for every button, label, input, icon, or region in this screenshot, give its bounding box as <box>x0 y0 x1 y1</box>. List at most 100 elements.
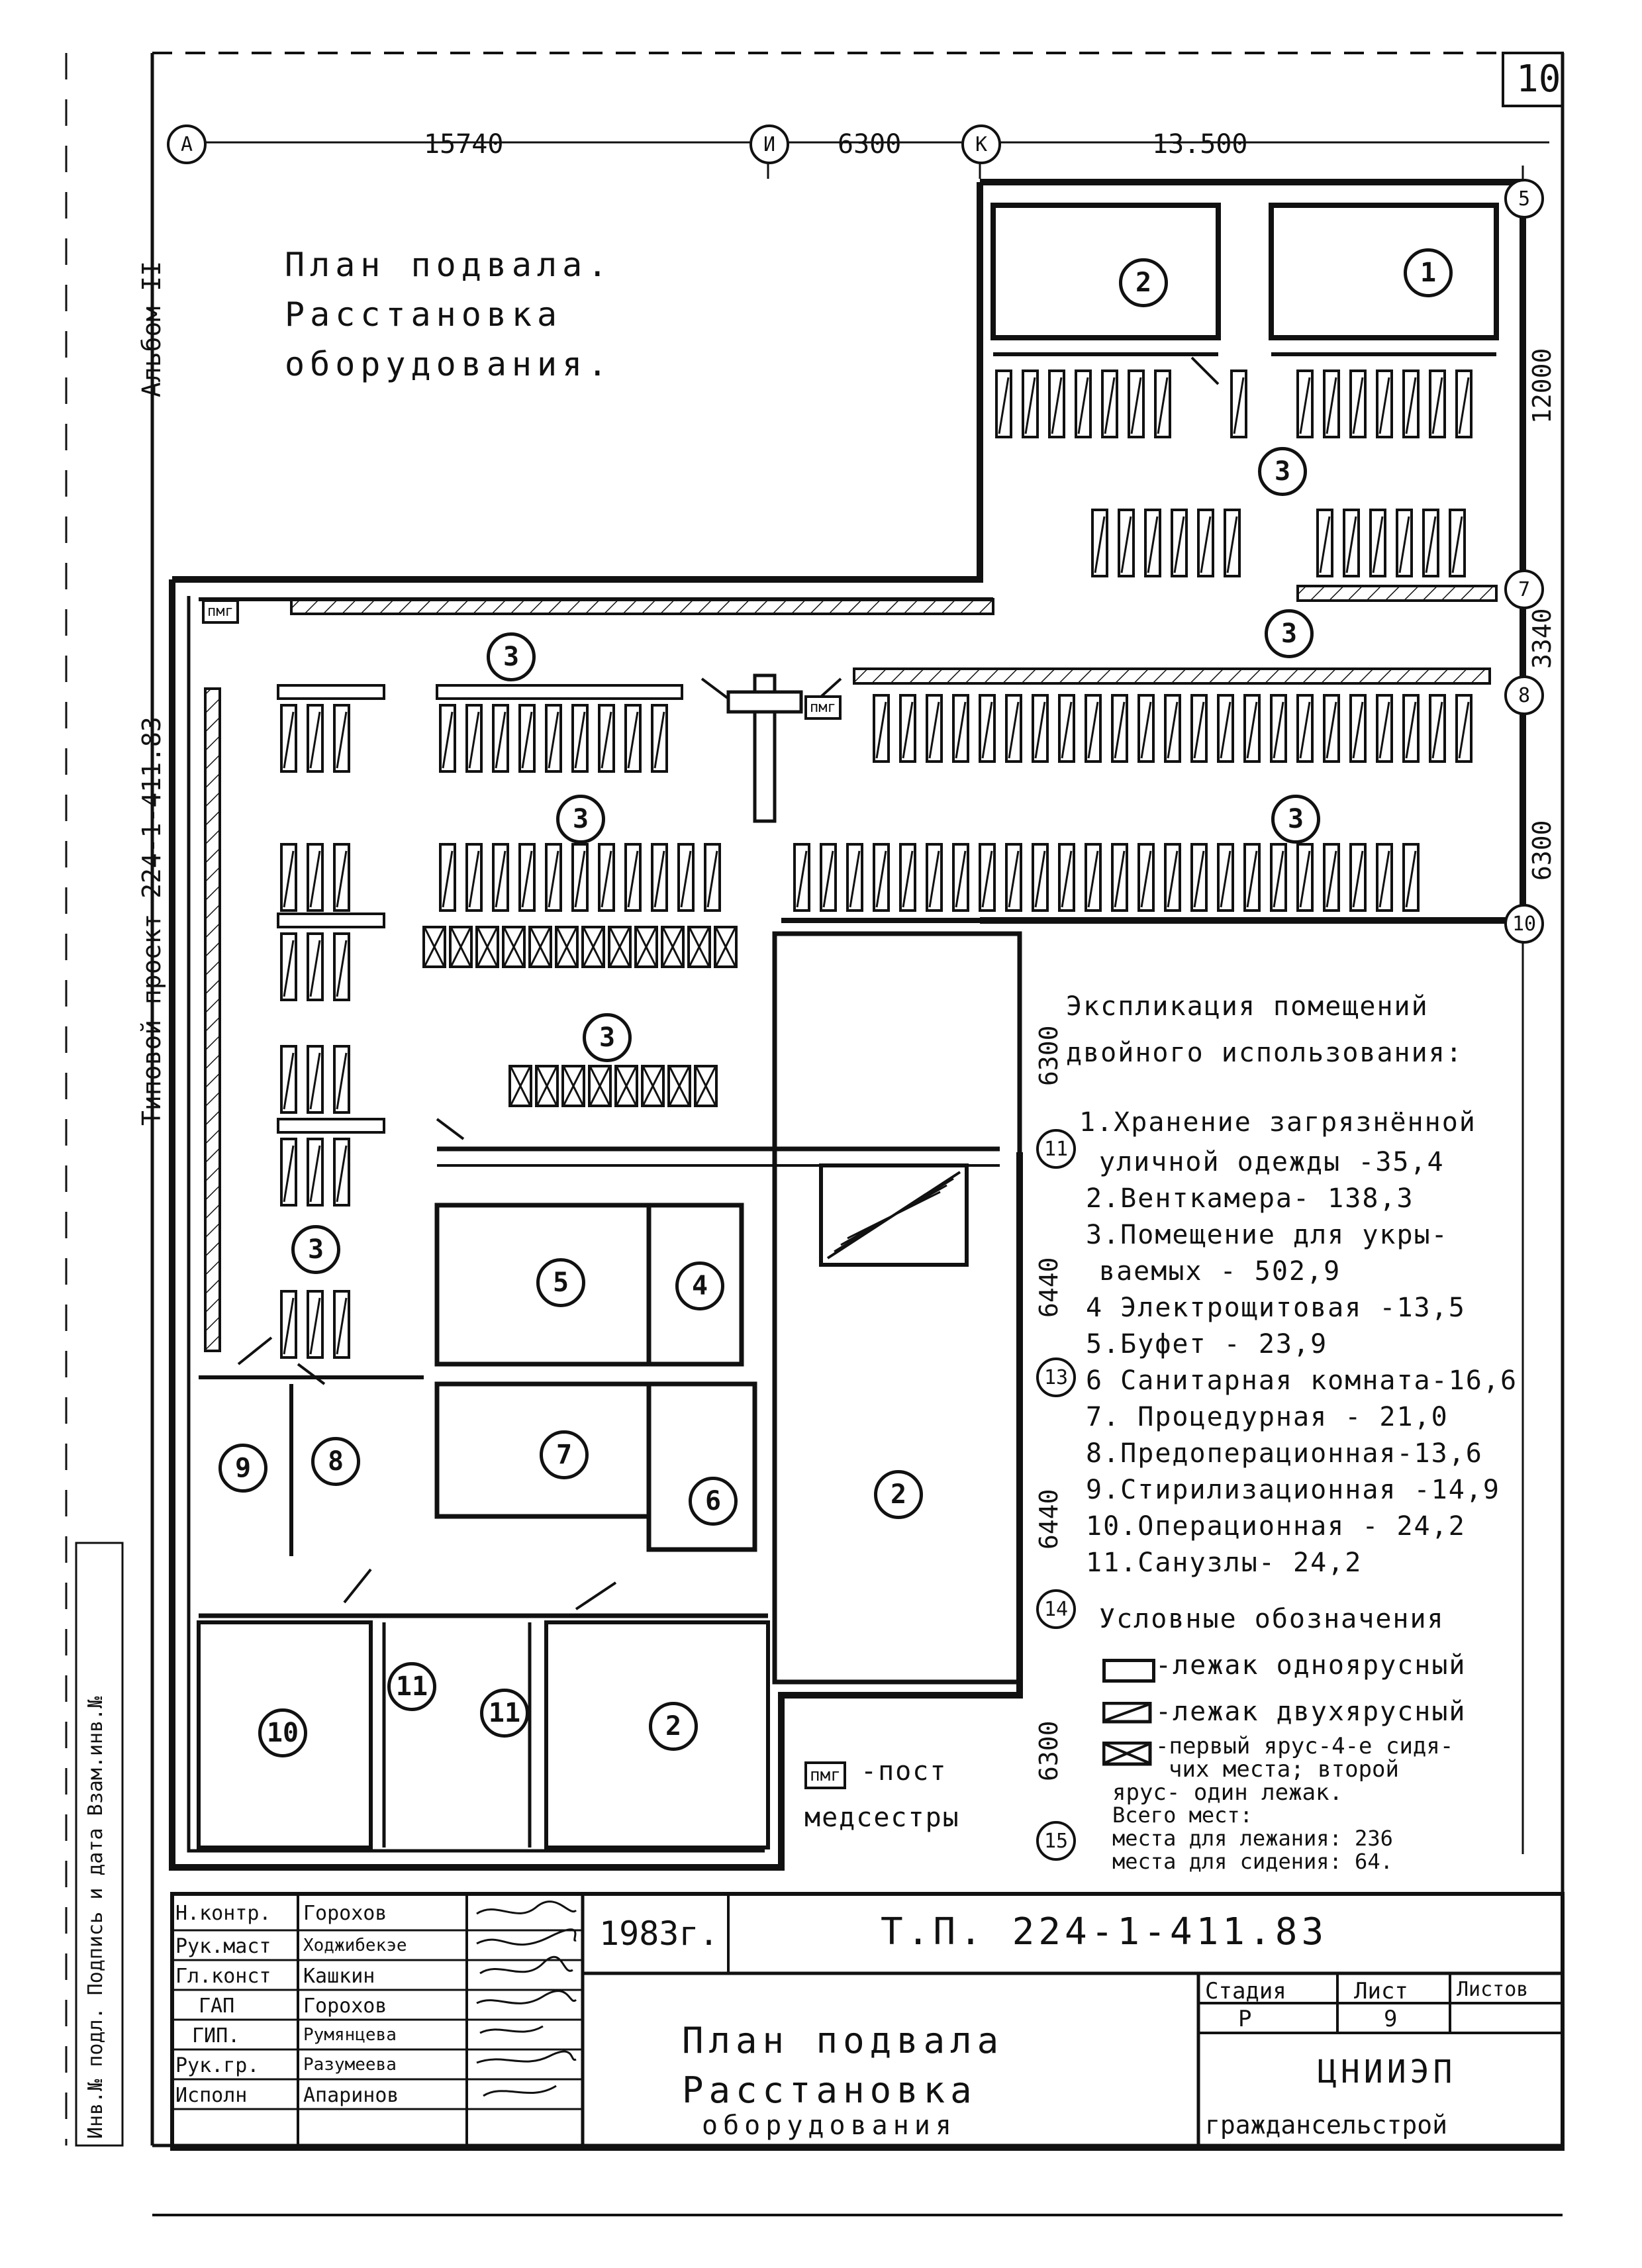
legend-combo-line: чих места; второй <box>1169 1756 1399 1783</box>
drawing-title-line: оборудования <box>702 2110 957 2141</box>
legend-totals-line: места для лежания: 236 <box>1112 1826 1393 1851</box>
room-number-9: 9 <box>218 1444 267 1493</box>
title-block-name: Разумеева <box>303 2055 397 2075</box>
room-number-1: 1 <box>1404 248 1453 297</box>
signatures <box>476 1900 577 2097</box>
axis-marker-top: И <box>749 124 789 164</box>
sheet-value: 9 <box>1384 2006 1398 2032</box>
stage-value: Р <box>1238 2006 1252 2032</box>
room-number-3: 3 <box>1265 609 1314 658</box>
room-number-7: 7 <box>540 1430 589 1479</box>
title-block-name: Кашкин <box>303 1965 375 1988</box>
room-number-2: 2 <box>649 1702 698 1751</box>
axis-marker-right: 7 <box>1504 569 1544 609</box>
combo-bunk-symbol <box>1102 1742 1152 1766</box>
legend-totals-line: Всего мест: <box>1112 1802 1253 1828</box>
room-number-5: 5 <box>536 1258 585 1307</box>
sheet-label: Лист <box>1354 1978 1408 2004</box>
dimension-top: 13.500 <box>1152 129 1248 160</box>
explication-item: 8.Предоперационная-13,6 <box>1086 1438 1483 1469</box>
explication-item: 10.Операционная - 24,2 <box>1086 1511 1466 1542</box>
legend-double: -лежак двухярусный <box>1155 1697 1467 1727</box>
plan-title-line: оборудования. <box>285 345 613 383</box>
title-block-role: ГИП. <box>192 2024 240 2047</box>
room-number-2: 2 <box>874 1470 923 1519</box>
title-block-name: Горохов <box>303 1995 387 2018</box>
stage-label: Стадия <box>1205 1978 1286 2004</box>
room-number-11: 11 <box>480 1689 529 1738</box>
axis-marker-top: К <box>961 124 1001 164</box>
room-number-3: 3 <box>556 795 605 844</box>
axis-marker-right: 11 <box>1036 1129 1076 1169</box>
explication-item: уличной одежды -35,4 <box>1099 1147 1445 1177</box>
title-block-role: Н.контр. <box>175 1902 271 1925</box>
explication-title: Экспликация помещений <box>1066 991 1429 1022</box>
room-number-8: 8 <box>311 1437 360 1486</box>
sheet-corner-number: 10 <box>1516 58 1561 101</box>
explication-item: 11.Санузлы- 24,2 <box>1086 1548 1363 1578</box>
dimension-top: 6300 <box>838 129 902 160</box>
room-number-3: 3 <box>291 1225 340 1274</box>
explication-item: 6 Санитарная комната-16,6 <box>1086 1365 1518 1396</box>
title-block-year: 1983г. <box>599 1914 719 1953</box>
explication-item: 3.Помещение для укры- <box>1086 1220 1449 1250</box>
explication-item: 7. Процедурная - 21,0 <box>1086 1402 1449 1432</box>
nurse-post-marker: пмг <box>804 695 842 720</box>
dimension-top: 15740 <box>424 129 504 160</box>
room-number-2: 2 <box>1119 258 1168 307</box>
explication-item: ваемых - 502,9 <box>1099 1256 1341 1287</box>
legend-combo-line: ярус- один лежак. <box>1112 1779 1343 1806</box>
nurse-post-legend-symbol: пмг <box>804 1761 846 1789</box>
room-number-3: 3 <box>487 632 536 681</box>
plan-title-line: План подвала. <box>285 246 613 284</box>
explication-item: 1.Хранение загрязнённой <box>1079 1107 1476 1138</box>
axis-marker-top: А <box>167 124 207 164</box>
title-block-role: Рук.гр. <box>175 2054 260 2077</box>
axis-marker-right: 15 <box>1036 1821 1076 1861</box>
axis-marker-right: 5 <box>1504 179 1544 219</box>
axis-marker-right: 13 <box>1036 1357 1076 1397</box>
drawing-title-line: План подвала <box>682 2020 1004 2061</box>
organization-name: граждансельстрой <box>1205 2110 1448 2140</box>
title-block-role: ГАП <box>199 1995 235 2018</box>
axis-marker-right: 8 <box>1504 675 1544 715</box>
nurse-post-marker: пмг <box>202 599 239 624</box>
title-block-role: Гл.конст <box>175 1965 271 1988</box>
legend-single: -лежак одноярусный <box>1155 1650 1467 1681</box>
room-number-3: 3 <box>1258 447 1307 496</box>
title-block-name: Апаринов <box>303 2084 399 2107</box>
double-bunk-symbol <box>1102 1702 1152 1724</box>
legend-post: медсестры <box>804 1802 960 1833</box>
title-block-role: Рук.маст <box>175 1935 271 1958</box>
organization-name: ЦНИИЭП <box>1318 2053 1457 2091</box>
title-block-project-code: Т.П. 224-1-411.83 <box>881 1910 1328 1953</box>
room-number-6: 6 <box>689 1477 738 1526</box>
legend-combo-line: -первый ярус-4-е сидя- <box>1155 1733 1454 1759</box>
axis-marker-right: 14 <box>1036 1589 1076 1629</box>
legend-title: Условные обозначения <box>1099 1604 1445 1634</box>
legend-post: -пост <box>861 1756 947 1787</box>
explication-item: 4 Электрощитовая -13,5 <box>1086 1293 1466 1323</box>
room-number-4: 4 <box>675 1261 724 1310</box>
legend-totals-line: места для сидения: 64. <box>1112 1849 1393 1874</box>
room-number-3: 3 <box>1271 795 1320 844</box>
explication-item: 5.Буфет - 23,9 <box>1086 1329 1328 1359</box>
room-number-3: 3 <box>583 1013 632 1062</box>
single-bunk-symbol <box>1102 1659 1155 1683</box>
title-block-name: Румянцева <box>303 2025 397 2045</box>
explication-title: двойного использования: <box>1066 1038 1463 1068</box>
title-block-name: Горохов <box>303 1902 387 1925</box>
drawing-title-line: Расстановка <box>682 2069 977 2111</box>
room-number-11: 11 <box>387 1662 436 1711</box>
room-number-10: 10 <box>258 1708 307 1757</box>
title-block-role: Исполн <box>175 2084 248 2107</box>
title-block-name: Ходжибекэе <box>303 1936 407 1955</box>
plan-title-line: Расстановка <box>285 295 563 334</box>
explication-item: 2.Венткамера- 138,3 <box>1086 1183 1414 1214</box>
explication-item: 9.Стирилизационная -14,9 <box>1086 1475 1500 1505</box>
axis-marker-right: 10 <box>1504 904 1544 944</box>
sheets-label: Листов <box>1457 1978 1529 2001</box>
